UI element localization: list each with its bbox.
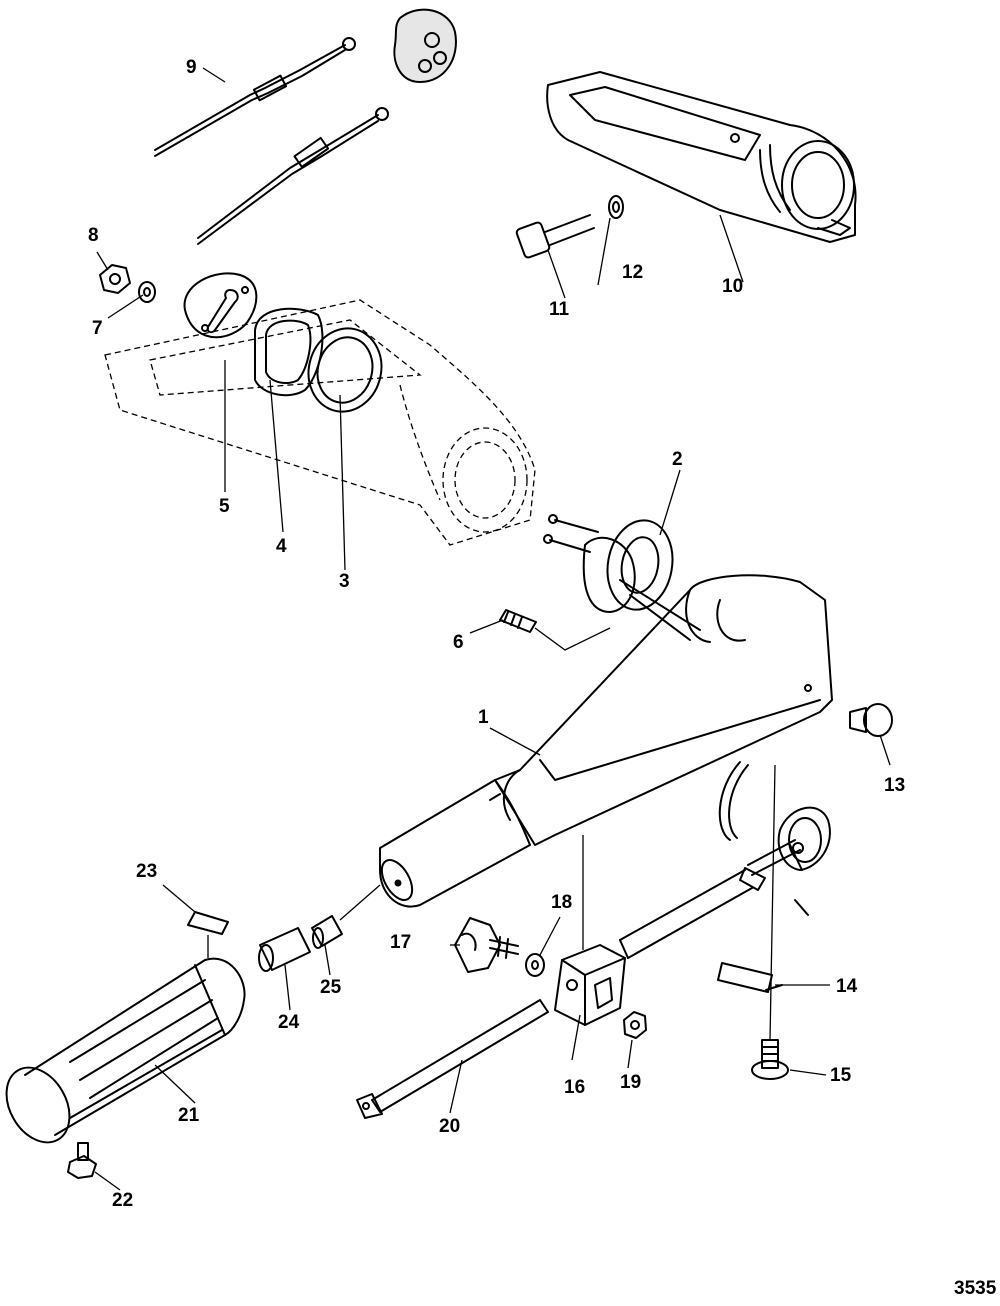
callout-24: 24	[278, 1012, 300, 1033]
callout-20: 20	[439, 1116, 461, 1137]
callout-1: 1	[478, 707, 489, 728]
nut-8	[99, 264, 131, 294]
callout-23: 23	[136, 861, 158, 882]
knob-17	[454, 917, 519, 973]
callout-3: 3	[339, 571, 350, 592]
callout-5: 5	[219, 496, 230, 517]
washer-7	[138, 281, 156, 303]
callout-8: 8	[88, 225, 99, 246]
tiller-arm-1	[379, 574, 833, 908]
decal-23	[187, 911, 229, 935]
callout-6: 6	[453, 632, 464, 653]
bolt-11	[515, 214, 595, 259]
washer-18	[525, 953, 545, 977]
bushing-25	[311, 915, 343, 949]
throttle-mechanism	[619, 761, 831, 959]
nut-19	[623, 1011, 647, 1039]
handle-grip-21	[5, 957, 246, 1144]
bracket-housing-upper	[546, 71, 857, 243]
plug-13	[849, 703, 893, 737]
callout-21: 21	[178, 1105, 200, 1126]
callout-17: 17	[390, 932, 412, 953]
callout-9: 9	[186, 57, 197, 78]
plate-5	[183, 272, 258, 339]
callout-10: 10	[722, 276, 744, 297]
screw-15	[751, 1039, 789, 1080]
callout-19: 19	[620, 1072, 642, 1093]
sleeve-24	[258, 927, 311, 972]
friction-block-16	[554, 944, 626, 1026]
callout-15: 15	[830, 1065, 852, 1086]
screw-22	[67, 1142, 97, 1179]
callout-16: 16	[564, 1077, 586, 1098]
throttle-cable-lower	[197, 107, 389, 245]
callout-18: 18	[551, 892, 573, 913]
link-rod-20	[356, 999, 549, 1119]
figure-number: 3535	[954, 1278, 997, 1299]
bracket-housing-phantom	[104, 299, 536, 546]
callout-2: 2	[672, 449, 683, 470]
callout-4: 4	[276, 536, 287, 557]
callout-13: 13	[884, 775, 906, 796]
callout-12: 12	[622, 262, 644, 283]
stud-6	[499, 609, 611, 651]
callout-11: 11	[549, 299, 570, 320]
callout-22: 22	[112, 1190, 134, 1211]
mount-bushing-2	[543, 514, 701, 641]
cable-grommet	[393, 8, 457, 84]
callout-7: 7	[92, 318, 103, 339]
washer-12	[608, 195, 624, 219]
callout-25: 25	[320, 977, 342, 998]
gasket-4	[254, 307, 324, 397]
throttle-cable-upper	[154, 37, 356, 157]
leader-lines	[94, 67, 891, 1191]
callout-14: 14	[836, 976, 858, 997]
plate-14	[717, 962, 783, 993]
seal-3	[307, 327, 383, 413]
